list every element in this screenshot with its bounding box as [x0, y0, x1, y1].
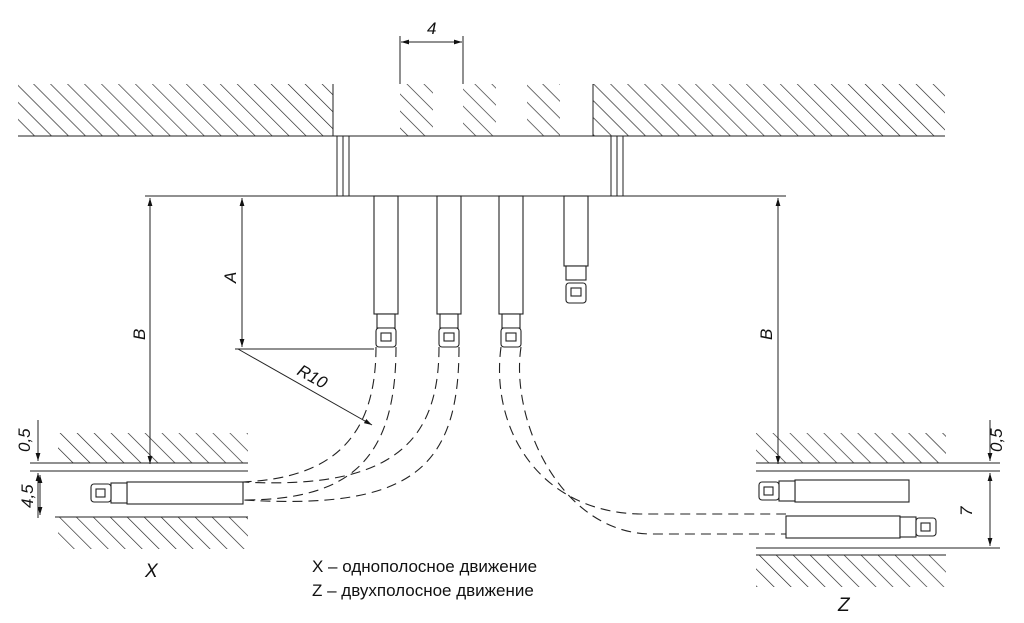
zone-z: 0,5 7 Z	[756, 420, 1006, 616]
offset-right-label: 0,5	[987, 428, 1006, 452]
zone-z-label: Z	[837, 595, 851, 616]
vehicle-4	[563, 195, 589, 304]
top-wall	[18, 84, 945, 137]
hanging-vehicles	[373, 195, 589, 348]
vehicle-2	[436, 195, 462, 348]
dimension-b-left-label: B	[130, 329, 149, 340]
legend-line-x: X – однополосное движение	[312, 557, 538, 576]
dimension-b-right-label: B	[757, 329, 776, 340]
vehicle-1	[373, 195, 399, 348]
offset-left-label: 0,5	[15, 428, 34, 452]
radius-dimension: R10	[237, 348, 373, 426]
radius-label: R10	[294, 361, 331, 393]
gap-width-label: 4	[427, 19, 436, 38]
lane-width-single-label: 4,5	[18, 484, 37, 508]
parked-vehicle-z-top	[758, 479, 910, 503]
legend: X – однополосное движение Z – двухполосн…	[312, 555, 537, 603]
dimension-a: A	[221, 198, 374, 350]
parked-vehicle-z-bottom	[785, 515, 937, 539]
dimension-b-left: B	[130, 198, 153, 464]
trajectories	[242, 346, 786, 535]
gap-dimension: 4	[399, 19, 464, 84]
lane-width-double-label: 7	[957, 506, 976, 516]
legend-line-z: Z – двухполосное движение	[312, 581, 534, 600]
dimension-b-right: B	[757, 198, 781, 464]
zone-x-label: X	[144, 561, 159, 582]
parked-vehicle-x	[90, 481, 244, 505]
support-posts	[336, 136, 624, 196]
dimension-a-label: A	[221, 272, 240, 284]
vehicle-3	[498, 195, 524, 348]
zone-x: 0,5 4,5 X	[15, 420, 248, 582]
